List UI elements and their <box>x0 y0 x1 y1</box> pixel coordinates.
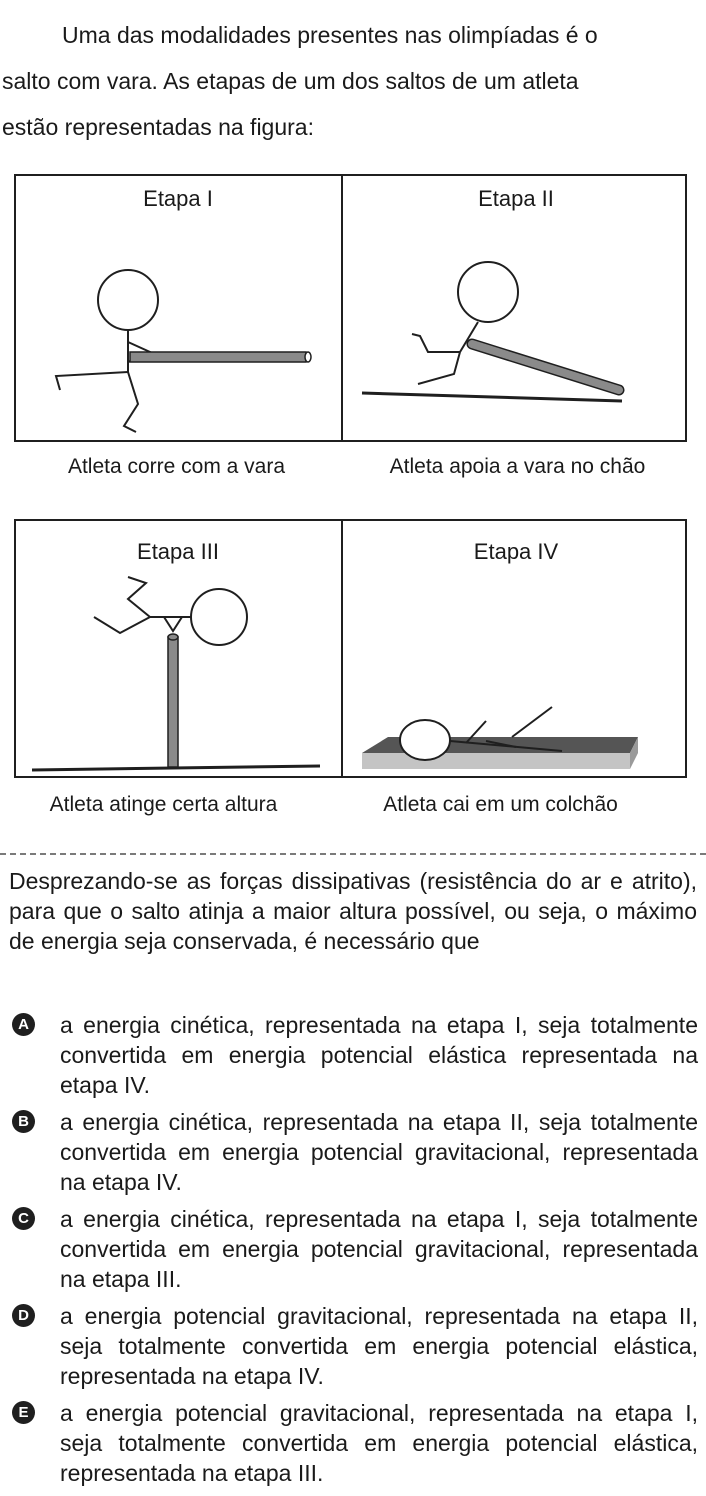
panel-divider <box>341 176 343 440</box>
pole-angled <box>466 338 625 396</box>
panel-title-etapa-4: Etapa IV <box>473 539 559 564</box>
option-e-badge: E <box>12 1401 35 1424</box>
figure-row-2: Etapa III Etapa IV <box>14 519 687 778</box>
option-d-badge: D <box>12 1304 35 1327</box>
stage-3-4-illustration <box>31 576 638 772</box>
panel-title-etapa-1: Etapa I <box>143 186 213 211</box>
panel-title-etapa-2: Etapa II <box>478 186 554 211</box>
pole-vertical <box>167 633 179 768</box>
caption-etapa-1: Atleta corre com a vara <box>67 455 286 478</box>
ground-line <box>31 764 321 772</box>
option-c-badge: C <box>12 1207 35 1230</box>
athlete-running-icon <box>54 269 159 433</box>
option-a-text: a energia cinética, representada na etap… <box>60 1012 698 1098</box>
panel-title-etapa-3: Etapa III <box>137 539 219 564</box>
intro-line-2: salto com vara. As etapas de um dos salt… <box>2 68 579 94</box>
athlete-peak-icon <box>93 576 248 646</box>
option-d[interactable]: D a energia potencial gravitacional, rep… <box>10 1301 698 1391</box>
option-b[interactable]: B a energia cinética, representada na et… <box>10 1107 698 1197</box>
stage-1-2-illustration <box>54 261 625 433</box>
option-b-badge: B <box>12 1110 35 1133</box>
athlete-planting-pole-icon <box>411 261 519 385</box>
option-b-text: a energia cinética, representada na etap… <box>60 1109 698 1195</box>
caption-etapa-4: Atleta cai em um colchão <box>383 793 618 816</box>
dashed-separator <box>0 853 706 855</box>
pole-horizontal <box>129 351 312 363</box>
option-a-badge: A <box>12 1013 35 1036</box>
answer-options: A a energia cinética, representada na et… <box>10 1010 698 1495</box>
option-d-text: a energia potencial gravitacional, repre… <box>60 1303 698 1389</box>
option-e[interactable]: E a energia potencial gravitacional, rep… <box>10 1398 698 1488</box>
question-stem: Desprezando-se as forças dissipativas (r… <box>9 868 697 954</box>
option-c[interactable]: C a energia cinética, representada na et… <box>10 1204 698 1294</box>
option-e-text: a energia potencial gravitacional, repre… <box>60 1400 698 1486</box>
intro-line-1: Uma das modalidades presentes nas olimpí… <box>62 22 598 48</box>
intro-line-3: estão representadas na figura: <box>2 114 314 140</box>
panel-divider <box>341 521 343 776</box>
intro-paragraph: Uma das modalidades presentes nas olimpí… <box>2 12 692 150</box>
ground-line <box>361 391 623 403</box>
figure-row-1: Etapa I Etapa II <box>14 174 687 442</box>
option-c-text: a energia cinética, representada na etap… <box>60 1206 698 1292</box>
caption-etapa-2: Atleta apoia a vara no chão <box>389 455 646 478</box>
athlete-lying-icon <box>399 706 563 761</box>
option-a[interactable]: A a energia cinética, representada na et… <box>10 1010 698 1100</box>
caption-etapa-3: Atleta atinge certa altura <box>49 793 278 816</box>
